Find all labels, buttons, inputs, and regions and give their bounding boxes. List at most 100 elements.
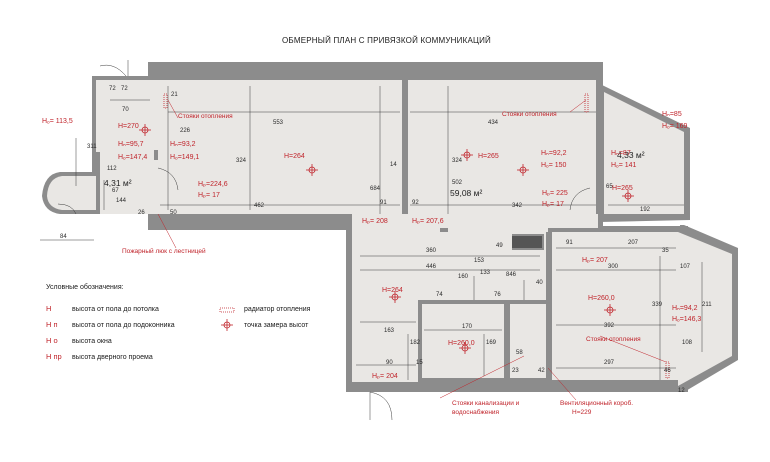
legend: Условные обозначения: H высота от пола д… xyxy=(46,283,311,361)
svg-text:70: 70 xyxy=(122,107,129,113)
legend-key: H п xyxy=(46,320,58,329)
plan-title: ОБМЕРНЫЙ ПЛАН С ПРИВЯЗКОЙ КОММУНИКАЦИЙ xyxy=(282,36,491,45)
note-radiator: Стояки отопления xyxy=(178,113,233,120)
window-height: Hₙ=87 xyxy=(611,150,631,157)
svg-text:211: 211 xyxy=(702,302,712,308)
svg-text:462: 462 xyxy=(254,203,265,209)
svg-text:72: 72 xyxy=(109,86,116,92)
legend-text: высота окна xyxy=(72,338,112,345)
svg-text:72: 72 xyxy=(121,86,128,92)
svg-text:133: 133 xyxy=(480,270,491,276)
window-height: Hₒ= 141 xyxy=(611,162,637,169)
legend-symbol-text: радиатор отопления xyxy=(244,306,311,313)
svg-text:226: 226 xyxy=(180,128,191,134)
svg-text:324: 324 xyxy=(452,158,463,164)
height-label: H=260,0 xyxy=(588,295,615,302)
svg-text:553: 553 xyxy=(273,120,284,126)
svg-text:392: 392 xyxy=(604,323,615,329)
svg-text:153: 153 xyxy=(474,258,485,264)
svg-text:112: 112 xyxy=(107,166,117,172)
legend-key: H xyxy=(46,304,51,313)
door-heights: Hₚ=224,6 Hₚ= 17 Hₚ= 225 Hₚ= 17 Hₚ= 207,6… xyxy=(198,181,608,380)
svg-text:107: 107 xyxy=(680,264,691,270)
door-height: Hₚ= 207 xyxy=(582,257,608,264)
svg-text:339: 339 xyxy=(652,302,663,308)
svg-text:40: 40 xyxy=(536,280,543,286)
svg-text:207: 207 xyxy=(628,240,639,246)
window-height: Hₙ=95,7 xyxy=(118,141,144,148)
ceiling-heights: H=264 H=265 H=265 H=270 H=264 H=260,0 H=… xyxy=(118,123,633,347)
measure-points xyxy=(139,124,634,354)
svg-text:163: 163 xyxy=(384,328,395,334)
legend-key: H о xyxy=(46,336,58,345)
svg-text:58: 58 xyxy=(516,350,523,356)
area-living: 59,08 м² xyxy=(450,188,482,198)
svg-text:92: 92 xyxy=(412,200,419,206)
svg-text:160: 160 xyxy=(458,274,469,280)
door-height: Hₚ= 204 xyxy=(372,373,398,380)
svg-text:21: 21 xyxy=(171,92,178,98)
svg-text:15: 15 xyxy=(416,360,423,366)
note-sewer: водоснабжения xyxy=(452,408,500,416)
svg-text:67: 67 xyxy=(112,188,119,194)
window-height: Hₒ=147,4 xyxy=(118,154,147,161)
svg-text:108: 108 xyxy=(682,340,693,346)
height-label: H=264 xyxy=(284,153,305,160)
note-sewer: Стояки канализации и xyxy=(452,400,520,407)
door-height: Hₚ= 208 xyxy=(362,218,388,225)
svg-text:169: 169 xyxy=(486,340,497,346)
svg-text:12: 12 xyxy=(678,388,685,394)
doors xyxy=(57,60,591,421)
svg-text:170: 170 xyxy=(462,324,473,330)
svg-text:14: 14 xyxy=(390,162,397,168)
room-floors xyxy=(47,80,732,386)
door-height: Hₚ=224,6 xyxy=(198,181,228,188)
legend-text: высота дверного проема xyxy=(72,354,153,361)
svg-text:23: 23 xyxy=(512,368,519,374)
svg-text:90: 90 xyxy=(386,360,393,366)
dimension-labels: 72 72 70 21 553 434 226 311 324 324 112 … xyxy=(60,86,712,394)
note-radiator: Стояки отопления xyxy=(502,111,557,118)
window-height: Hₒ= 150 xyxy=(541,162,567,169)
svg-text:76: 76 xyxy=(494,292,501,298)
leader-lines xyxy=(157,99,667,401)
svg-text:360: 360 xyxy=(426,248,437,254)
svg-text:35: 35 xyxy=(662,248,669,254)
svg-text:192: 192 xyxy=(640,207,651,213)
note-radiator: Стояки отопления xyxy=(586,336,641,343)
door-height: Hₚ= 207,6 xyxy=(412,218,444,225)
svg-text:324: 324 xyxy=(236,158,247,164)
door-height: Hₚ= 17 xyxy=(198,192,220,199)
svg-text:434: 434 xyxy=(488,120,499,126)
window-height: Hₙ=85 xyxy=(662,111,682,118)
svg-text:49: 49 xyxy=(496,243,503,249)
legend-key: H пр xyxy=(46,352,62,361)
svg-text:300: 300 xyxy=(608,264,619,270)
room-areas: 4,31 м² 59,08 м² 4,33 м² xyxy=(104,150,645,198)
height-label: H=265 xyxy=(612,185,633,192)
legend-symbol-text: точка замера высот xyxy=(244,322,309,329)
svg-text:182: 182 xyxy=(410,340,421,346)
window-heights: Hₒ= 113,5 Hₙ=95,7 Hₒ=147,4 Hₙ=93,2 Hₒ=14… xyxy=(42,111,701,323)
door-height: Hₚ= 225 xyxy=(542,190,568,197)
height-label: H=270 xyxy=(118,123,139,130)
svg-text:502: 502 xyxy=(452,180,463,186)
svg-text:144: 144 xyxy=(116,198,127,204)
svg-text:297: 297 xyxy=(604,360,615,366)
window-height: Hₒ=146,3 xyxy=(672,316,701,323)
area-balcony-right: 4,33 м² xyxy=(617,150,645,160)
svg-text:684: 684 xyxy=(370,186,381,192)
svg-text:311: 311 xyxy=(87,144,97,150)
dimension-lines xyxy=(40,86,703,380)
height-label: H=265 xyxy=(478,153,499,160)
svg-text:74: 74 xyxy=(436,292,443,298)
svg-text:65: 65 xyxy=(606,184,613,190)
svg-text:84: 84 xyxy=(60,234,67,240)
svg-text:446: 446 xyxy=(426,264,437,270)
radiators xyxy=(163,93,670,379)
legend-title: Условные обозначения: xyxy=(46,283,124,291)
window-height: Hₒ=149,1 xyxy=(170,154,199,161)
legend-text: высота от пола до потолка xyxy=(72,306,159,313)
window-height: Hₙ=92,2 xyxy=(541,150,567,157)
svg-text:46: 46 xyxy=(664,368,671,374)
